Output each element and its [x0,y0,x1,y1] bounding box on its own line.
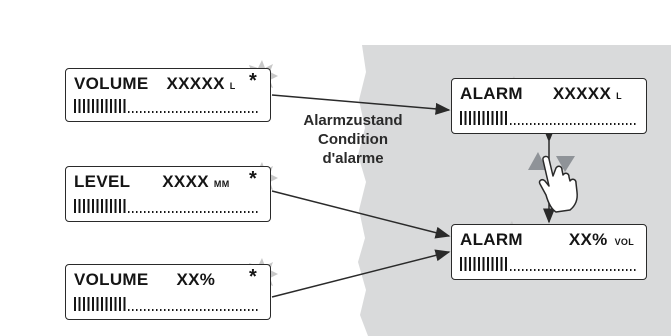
level-bar [460,111,508,125]
lcd-label: ALARM [460,230,523,249]
lcd-label: VOLUME [74,270,149,289]
alarm-star: * [249,266,257,288]
lcd-value: XXXXX [166,74,225,93]
empty-bar-dots [128,211,260,213]
lcd-level-mm: LEVEL XXXX MM * [65,166,271,222]
level-bar [460,257,508,271]
empty-bar-dots [510,269,636,271]
lcd-value: XX% [568,230,608,249]
level-bar [74,297,126,311]
empty-bar-dots [128,309,260,311]
caption-german: Alarmzustand [303,112,403,129]
arrow-connector [271,190,451,239]
lcd-unit: MM [213,179,230,189]
lcd-value: XXXX [162,172,209,191]
lcd-alarm-volume-percent: ALARM XX% VOL [451,224,647,280]
arrow-connector [271,249,451,298]
empty-bar-dots [128,111,260,113]
alarm-star: * [249,168,257,190]
lcd-value: XXXXX [552,84,612,103]
caption-french: d'alarme [322,150,384,167]
hand-press-icon [538,155,578,213]
lcd-label: LEVEL [74,172,131,191]
empty-bar-dots [510,123,636,125]
lcd-volume-percent: VOLUME XX% * [65,264,271,320]
arrow-up-icon [528,152,547,170]
lcd-alarm-volume-l: ALARM XXXXX L [451,78,647,134]
alarm-condition-caption: Alarmzustand Condition d'alarme [278,111,428,168]
lcd-label: VOLUME [74,74,149,93]
level-bar [74,199,126,213]
alarm-star: * [249,70,257,92]
lcd-label: ALARM [460,84,523,103]
level-bar [74,99,126,113]
caption-english: Condition [318,131,388,148]
lcd-volume-l: VOLUME XXXXX L * [65,68,271,122]
lcd-unit: L [616,91,622,101]
lcd-value: XX% [176,270,216,289]
lcd-unit: VOL [614,237,635,247]
arrow-connector [271,94,451,115]
arrow-down-icon [556,156,575,172]
lcd-unit: L [229,81,236,91]
